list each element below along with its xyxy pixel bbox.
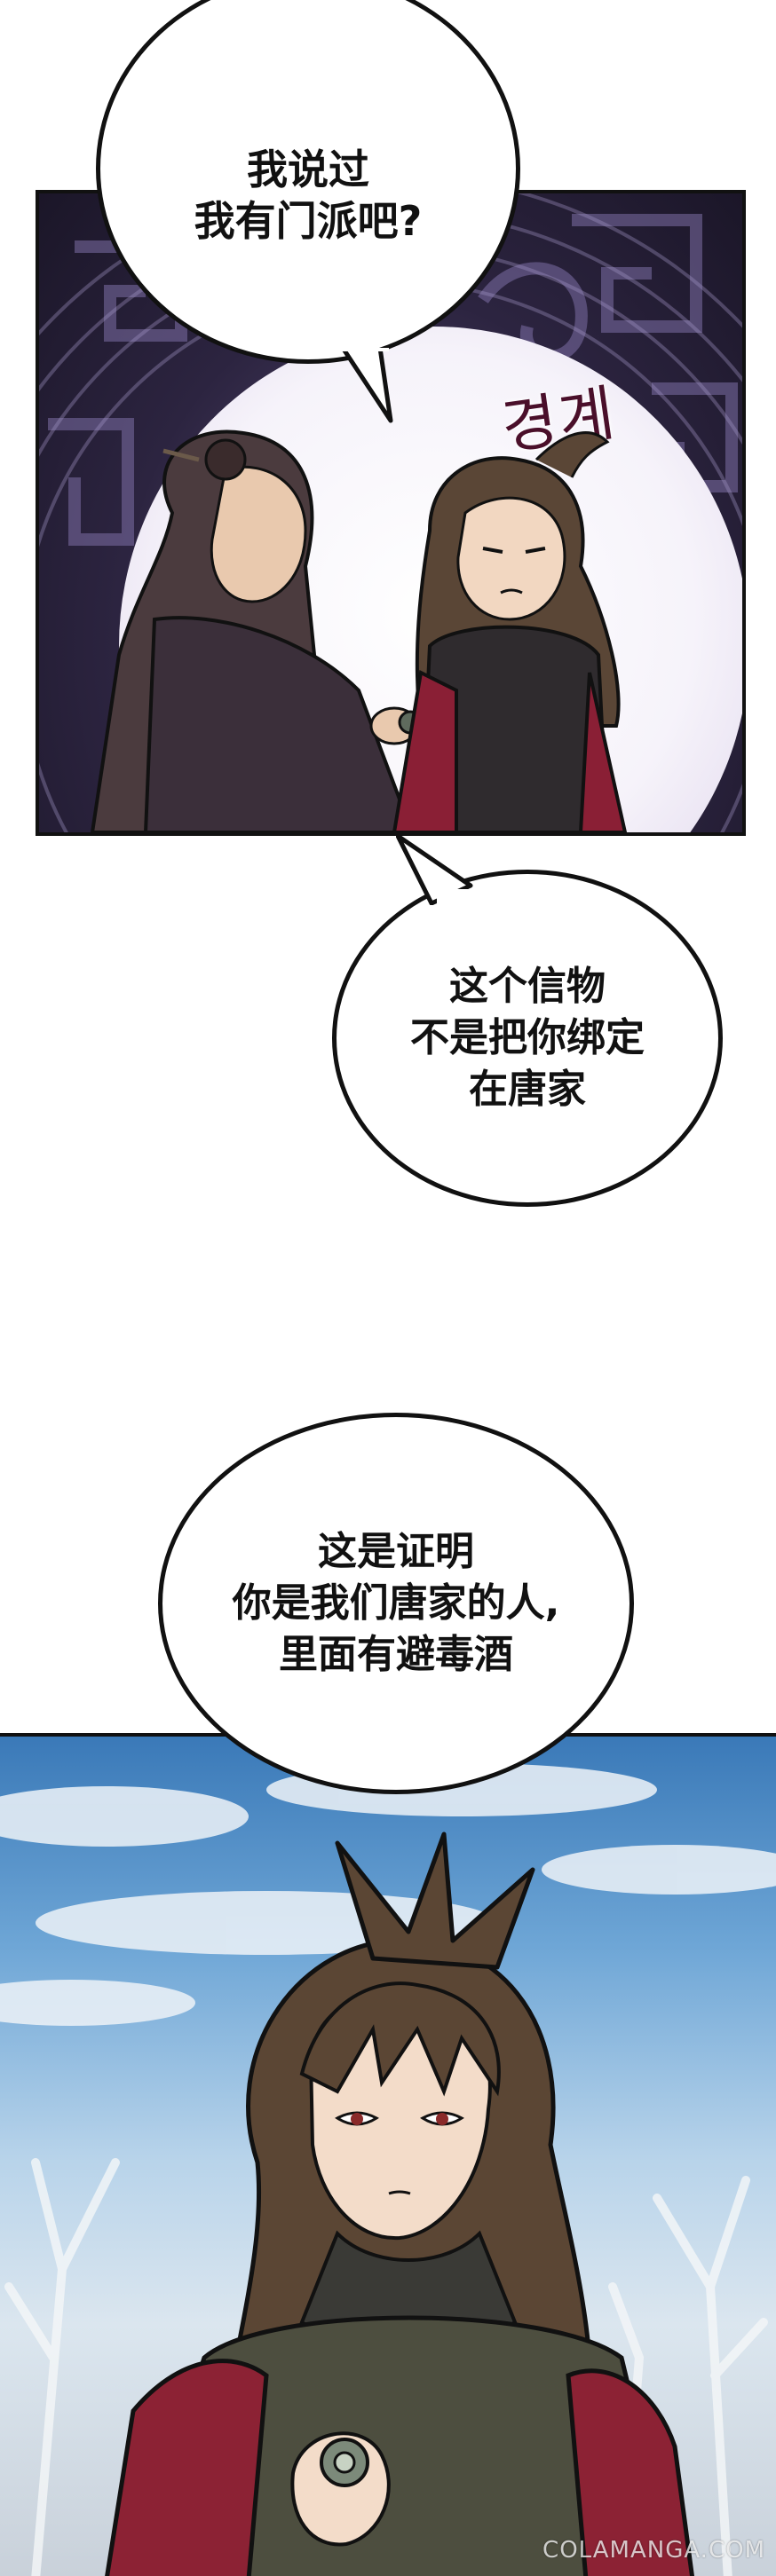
- watermark-text: COLAMANGA.COM: [542, 2537, 765, 2564]
- bubble-2-tail: [396, 834, 476, 905]
- speech-text-2: 这个信物 不是把你绑定 在唐家: [410, 964, 645, 1112]
- panel-2: COLAMANGA.COM: [0, 1733, 776, 2576]
- speech-bubble-2: 这个信物 不是把你绑定 在唐家: [332, 870, 723, 1207]
- characters-illustration: [90, 429, 628, 832]
- eyes: [335, 2111, 464, 2126]
- young-figure: [392, 431, 628, 832]
- character-closeup-illustration: [0, 1763, 776, 2576]
- bubble-1-tail: [339, 348, 393, 423]
- speech-text-3: 这是证明 你是我们唐家的人, 里面有避毒酒: [232, 1529, 560, 1677]
- speech-bubble-1: 我说过 我有门派吧?: [96, 0, 520, 364]
- speech-text-1: 我说过 我有门派吧?: [194, 146, 423, 245]
- elder-figure: [90, 429, 423, 832]
- speech-bubble-3: 这是证明 你是我们唐家的人, 里面有避毒酒: [158, 1413, 634, 1794]
